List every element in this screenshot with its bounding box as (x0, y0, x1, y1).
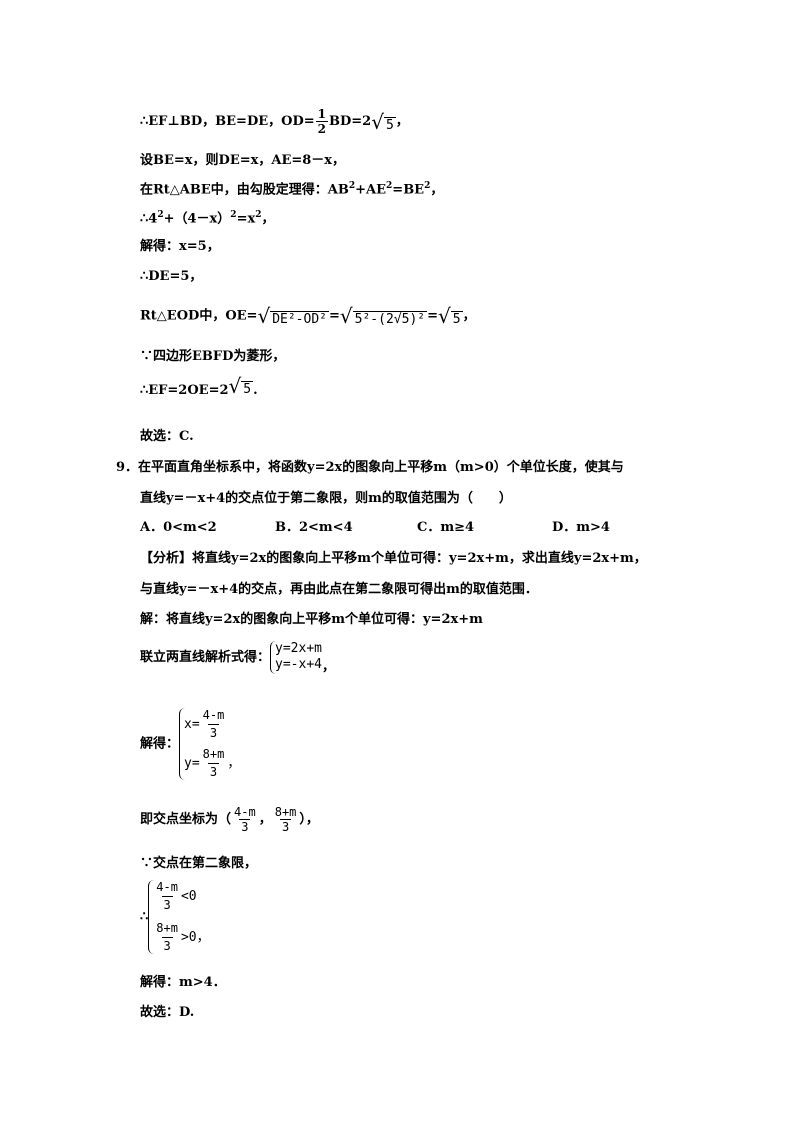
line-oe: Rt△EOD中，OE=√DE²-OD²=√5²-(2√5)²=√5， (140, 304, 476, 328)
line-ef-result: ∴EF=2OE=2√5. (140, 374, 258, 398)
line-pythagoras: 在Rt△ABE中，由勾股定理得：AB2+AE2=BE2， (140, 181, 444, 198)
question-9-line1: 9．在平面直角坐标系中，将函数y=2x的图象向上平移m（m>0）个单位长度，使其… (116, 460, 624, 475)
analysis-line1: 【分析】将直线y=2x的图象向上平移m个单位可得：y=2x+m，求出直线y=2x… (140, 551, 647, 566)
solution-quadrant: ∵交点在第二象限， (140, 856, 258, 871)
option-d: D．m>4 (552, 520, 610, 535)
line-solve-x: 解得：x=5， (140, 239, 220, 254)
solution-line1: 解：将直线y=2x的图象向上平移m个单位可得：y=2x+m (140, 612, 483, 627)
option-a: A．0<m<2 (140, 520, 217, 535)
line-equation: ∴42+（4－x）2=x2， (140, 210, 275, 227)
analysis-line2: 与直线y=－x+4的交点，再由此点在第二象限可得出m的取值范围． (140, 582, 538, 597)
line-de: ∴DE=5， (140, 269, 203, 284)
line-set-be: 设BE=x，则DE=x，AE=8－x， (140, 153, 346, 168)
solution-result: 解得：m>4． (140, 975, 226, 990)
option-c: C．m≥4 (417, 520, 475, 535)
line-choose-c: 故选：C. (140, 429, 194, 444)
solution-choose-d: 故选：D. (140, 1005, 195, 1020)
question-9-line2: 直线y=－x+4的交点位于第二象限，则m的取值范围为（ ） (140, 491, 512, 506)
option-b: B．2<m<4 (275, 520, 353, 535)
line-rhombus: ∵四边形EBFD为菱形， (140, 349, 286, 364)
sqrt-5: √5 (371, 109, 396, 134)
